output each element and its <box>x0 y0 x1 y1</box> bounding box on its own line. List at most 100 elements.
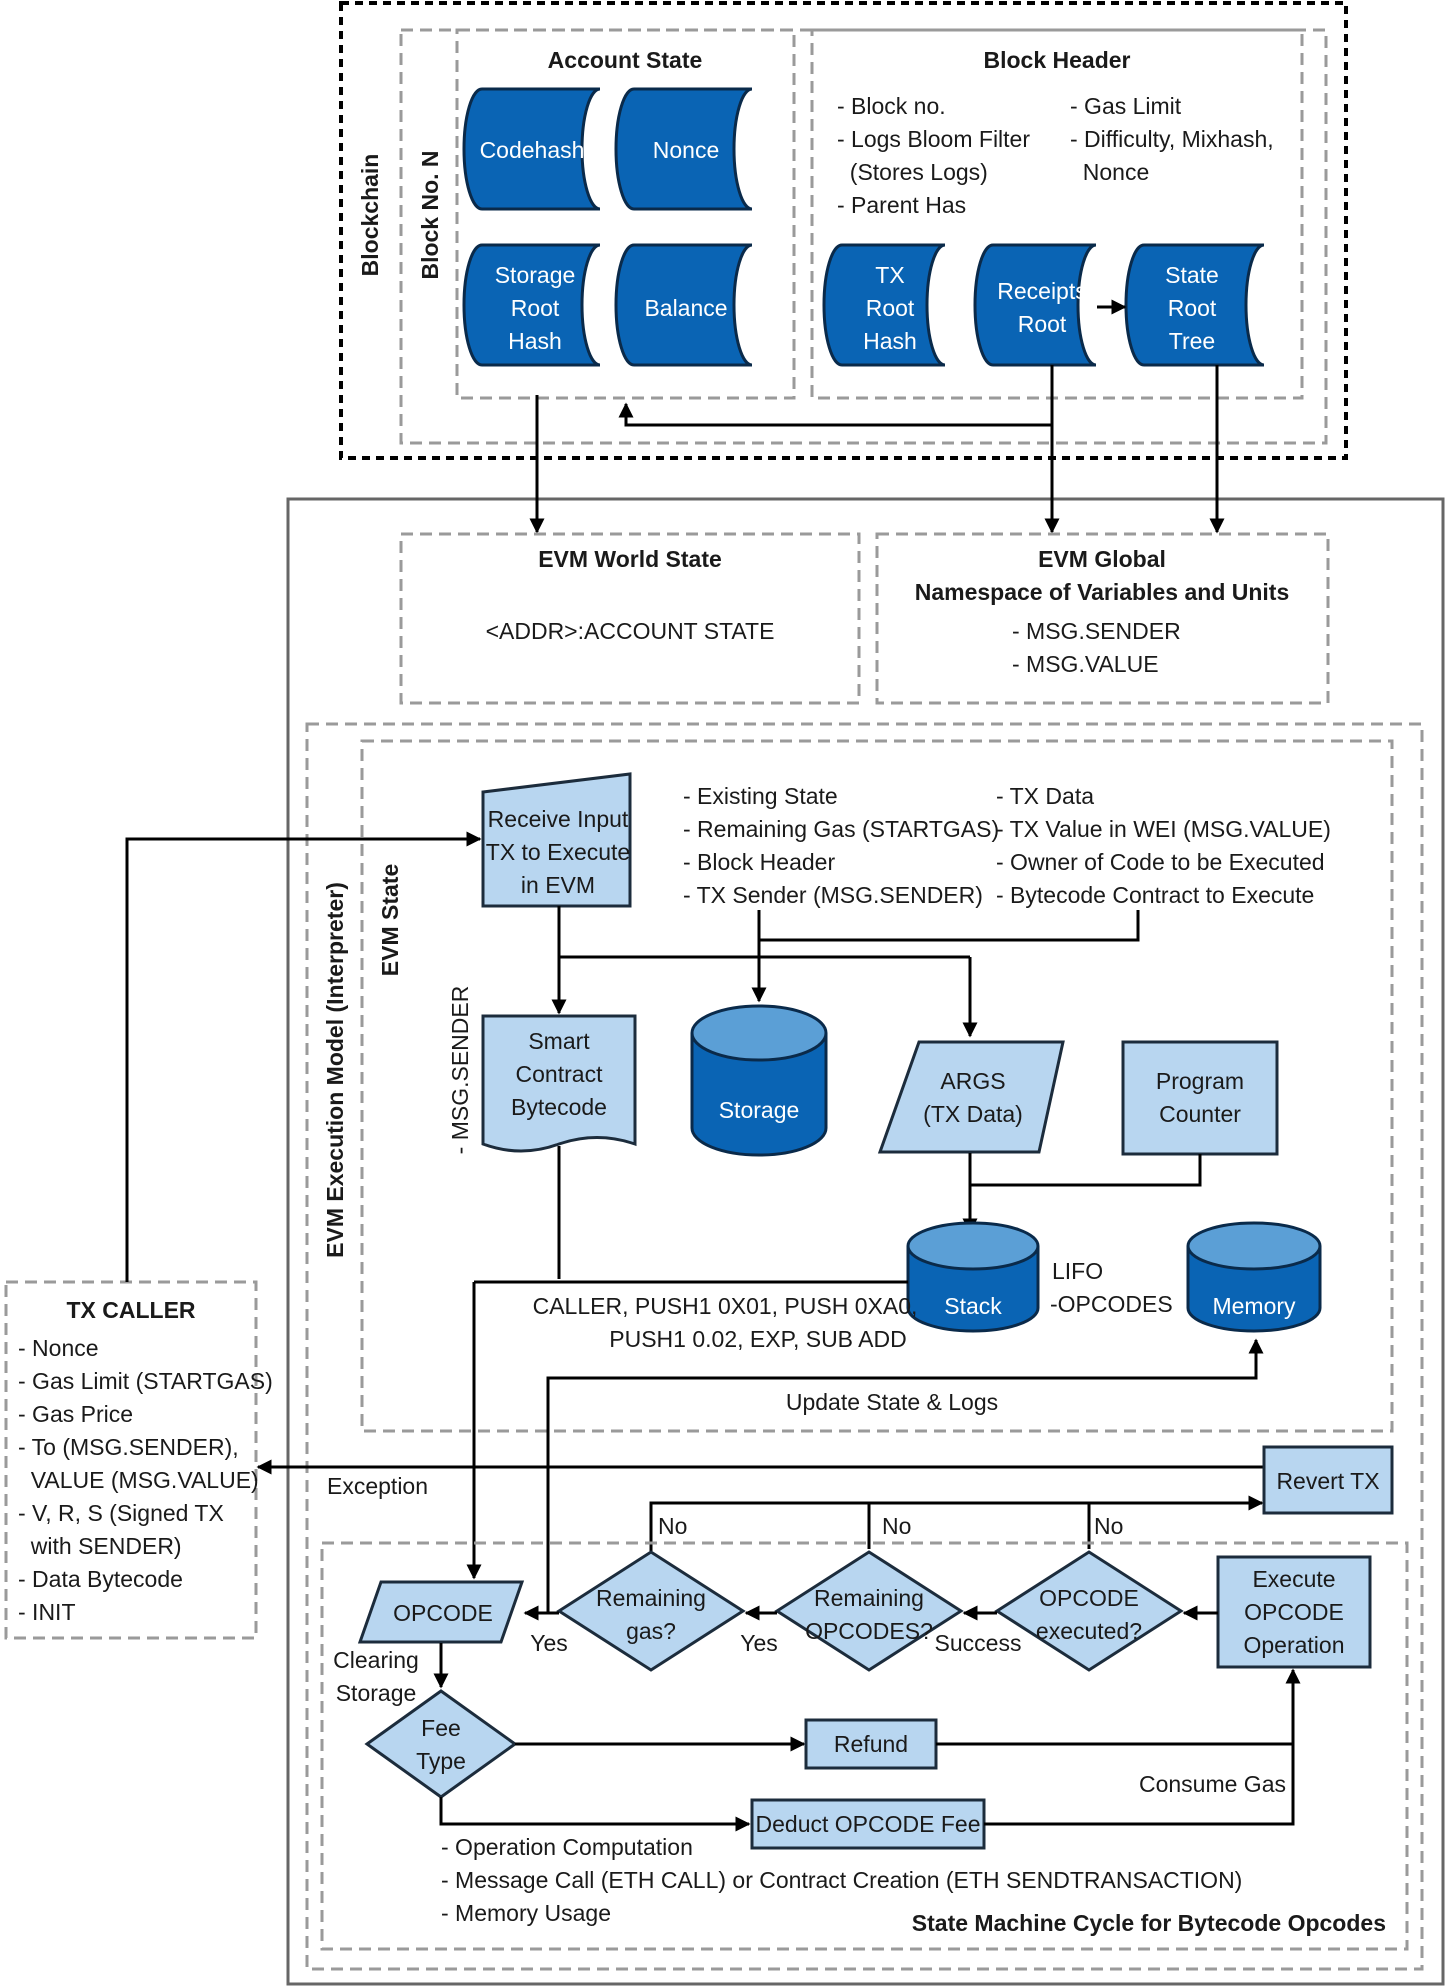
svg-text:- Block no.: - Block no. <box>837 93 946 119</box>
svg-text:- Block Header: - Block Header <box>683 849 835 875</box>
svg-text:(TX Data): (TX Data) <box>923 1101 1023 1127</box>
inputs-right-connector <box>759 910 1140 942</box>
svg-text:Receive Input: Receive Input <box>488 806 629 832</box>
update-state-arrow <box>546 1338 1264 1612</box>
block-header-title: Block Header <box>983 47 1130 73</box>
no-label-3: No <box>1094 1513 1123 1539</box>
evm-state-label: EVM State <box>377 864 403 976</box>
svg-text:OPCODES?: OPCODES? <box>805 1618 933 1644</box>
svg-text:- Gas Limit (STARTGAS): - Gas Limit (STARTGAS) <box>18 1368 273 1394</box>
svg-text:Storage: Storage <box>719 1097 800 1123</box>
svg-text:Bytecode: Bytecode <box>511 1094 607 1120</box>
account-state-title: Account State <box>548 47 703 73</box>
svg-text:Type: Type <box>416 1748 466 1774</box>
success-label: Success <box>935 1630 1022 1656</box>
svg-text:with SENDER): with SENDER) <box>18 1533 182 1559</box>
svg-text:Operation: Operation <box>1243 1632 1344 1658</box>
svg-text:Receipts: Receipts <box>997 278 1086 304</box>
world-state-content: <ADDR>:ACCOUNT STATE <box>486 618 775 644</box>
blockchain-boundary <box>339 1 1348 460</box>
svg-text:Remaining: Remaining <box>814 1585 924 1611</box>
svg-text:- Bytecode Contract to Execute: - Bytecode Contract to Execute <box>996 882 1314 908</box>
svg-text:executed?: executed? <box>1036 1618 1142 1644</box>
svg-text:- V, R, S (Signed TX: - V, R, S (Signed TX <box>18 1500 224 1526</box>
svg-text:- TX Data: - TX Data <box>996 783 1094 809</box>
world-state-box <box>399 532 861 705</box>
svg-text:VALUE (MSG.VALUE): VALUE (MSG.VALUE) <box>18 1467 259 1493</box>
yes-label-1: Yes <box>530 1630 568 1656</box>
svg-text:- Data Bytecode: - Data Bytecode <box>18 1566 183 1592</box>
opcode-node: OPCODE <box>357 1580 525 1644</box>
storage-cylinder: Storage <box>690 1004 828 1157</box>
svg-text:- INIT: - INIT <box>18 1599 76 1625</box>
fee-items: - Operation Computation - Message Call (… <box>441 1834 1242 1926</box>
lifo-opcodes-label: -OPCODES <box>1050 1291 1173 1317</box>
opcode-list-line-2: PUSH1 0.02, EXP, SUB ADD <box>609 1326 906 1352</box>
svg-text:Remaining: Remaining <box>596 1585 706 1611</box>
svg-text:Memory: Memory <box>1212 1293 1296 1319</box>
evm-outer-boundary <box>286 497 1445 1986</box>
svg-text:Refund: Refund <box>834 1731 908 1757</box>
storage-root-hash-node: Storage Root Hash <box>462 243 601 367</box>
no-path-line <box>649 1501 1262 1551</box>
svg-text:TX: TX <box>875 262 904 288</box>
state-inputs-left: - Existing State - Remaining Gas (STARTG… <box>683 783 999 908</box>
consume-gas-label: Consume Gas <box>1139 1771 1286 1797</box>
svg-text:(Stores Logs): (Stores Logs) <box>837 159 988 185</box>
revert-tx-button: Revert TX <box>1262 1445 1394 1515</box>
receipts-to-account-state-arrow <box>618 365 1054 427</box>
svg-text:Hash: Hash <box>863 328 917 354</box>
no-label-2: No <box>882 1513 911 1539</box>
svg-text:Smart: Smart <box>528 1028 590 1054</box>
svg-text:- Gas Price: - Gas Price <box>18 1401 133 1427</box>
smart-contract-bytecode-node: Smart Contract Bytecode <box>481 1014 637 1153</box>
svg-text:- Owner of Code to be Executed: - Owner of Code to be Executed <box>996 849 1325 875</box>
balance-node: Balance <box>614 243 753 367</box>
svg-text:- TX Value in WEI (MSG.VALUE): - TX Value in WEI (MSG.VALUE) <box>996 816 1331 842</box>
svg-text:Storage: Storage <box>495 262 576 288</box>
svg-text:Nonce: Nonce <box>653 137 719 163</box>
svg-text:Contract: Contract <box>516 1061 604 1087</box>
svg-text:OPCODE: OPCODE <box>1244 1599 1344 1625</box>
svg-text:- Existing State: - Existing State <box>683 783 838 809</box>
memory-cylinder: Memory <box>1186 1221 1322 1333</box>
svg-text:Nonce: Nonce <box>1070 159 1149 185</box>
tx-root-hash-node: TX Root Hash <box>822 243 946 367</box>
deduct-opcode-fee-node: Deduct OPCODE Fee <box>750 1798 986 1850</box>
svg-text:gas?: gas? <box>626 1618 676 1644</box>
receive-input-node: Receive Input TX to Execute in EVM <box>481 772 632 908</box>
state-machine-title: State Machine Cycle for Bytecode Opcodes <box>912 1910 1386 1936</box>
svg-text:Hash: Hash <box>508 328 562 354</box>
svg-text:OPCODE: OPCODE <box>393 1600 493 1626</box>
execution-model-boundary <box>305 722 1424 1971</box>
execution-model-label: EVM Execution Model (Interpreter) <box>322 882 348 1258</box>
consume-gas-arrow <box>984 1668 1301 1826</box>
svg-text:Root: Root <box>511 295 560 321</box>
state-inputs-right: - TX Data - TX Value in WEI (MSG.VALUE) … <box>996 783 1331 908</box>
svg-text:Root: Root <box>866 295 915 321</box>
global-title-2: Namespace of Variables and Units <box>915 579 1290 605</box>
refund-node: Refund <box>804 1718 938 1770</box>
svg-text:Stack: Stack <box>944 1293 1002 1319</box>
svg-text:- Parent Has: - Parent Has <box>837 192 966 218</box>
svg-text:in EVM: in EVM <box>521 872 595 898</box>
receipts-root-node: Receipts Root <box>973 243 1097 367</box>
exception-label: Exception <box>327 1473 428 1499</box>
fee-to-deduct-arrow <box>439 1797 751 1832</box>
svg-text:TX to Execute: TX to Execute <box>486 839 630 865</box>
svg-text:- Message Call (ETH CALL) or C: - Message Call (ETH CALL) or Contract Cr… <box>441 1867 1242 1893</box>
svg-text:Deduct OPCODE Fee: Deduct OPCODE Fee <box>756 1811 981 1837</box>
global-item-sender: - MSG.SENDER <box>1012 618 1181 644</box>
clearing-label-2: Storage <box>336 1680 417 1706</box>
block-n-boundary <box>399 28 1328 445</box>
args-node: ARGS (TX Data) <box>877 1040 1065 1154</box>
opcode-executed-diamond: OPCODE executed? <box>994 1550 1184 1672</box>
lifo-label: LIFO <box>1052 1258 1103 1284</box>
clearing-label-1: Clearing <box>333 1647 419 1673</box>
tx-caller-fields: - Nonce - Gas Limit (STARTGAS) - Gas Pri… <box>18 1335 273 1625</box>
msg-sender-label: - MSG.SENDER <box>447 986 473 1155</box>
global-namespace-box <box>875 532 1330 705</box>
stack-cylinder: Stack <box>906 1221 1040 1333</box>
svg-text:- Operation Computation: - Operation Computation <box>441 1834 693 1860</box>
